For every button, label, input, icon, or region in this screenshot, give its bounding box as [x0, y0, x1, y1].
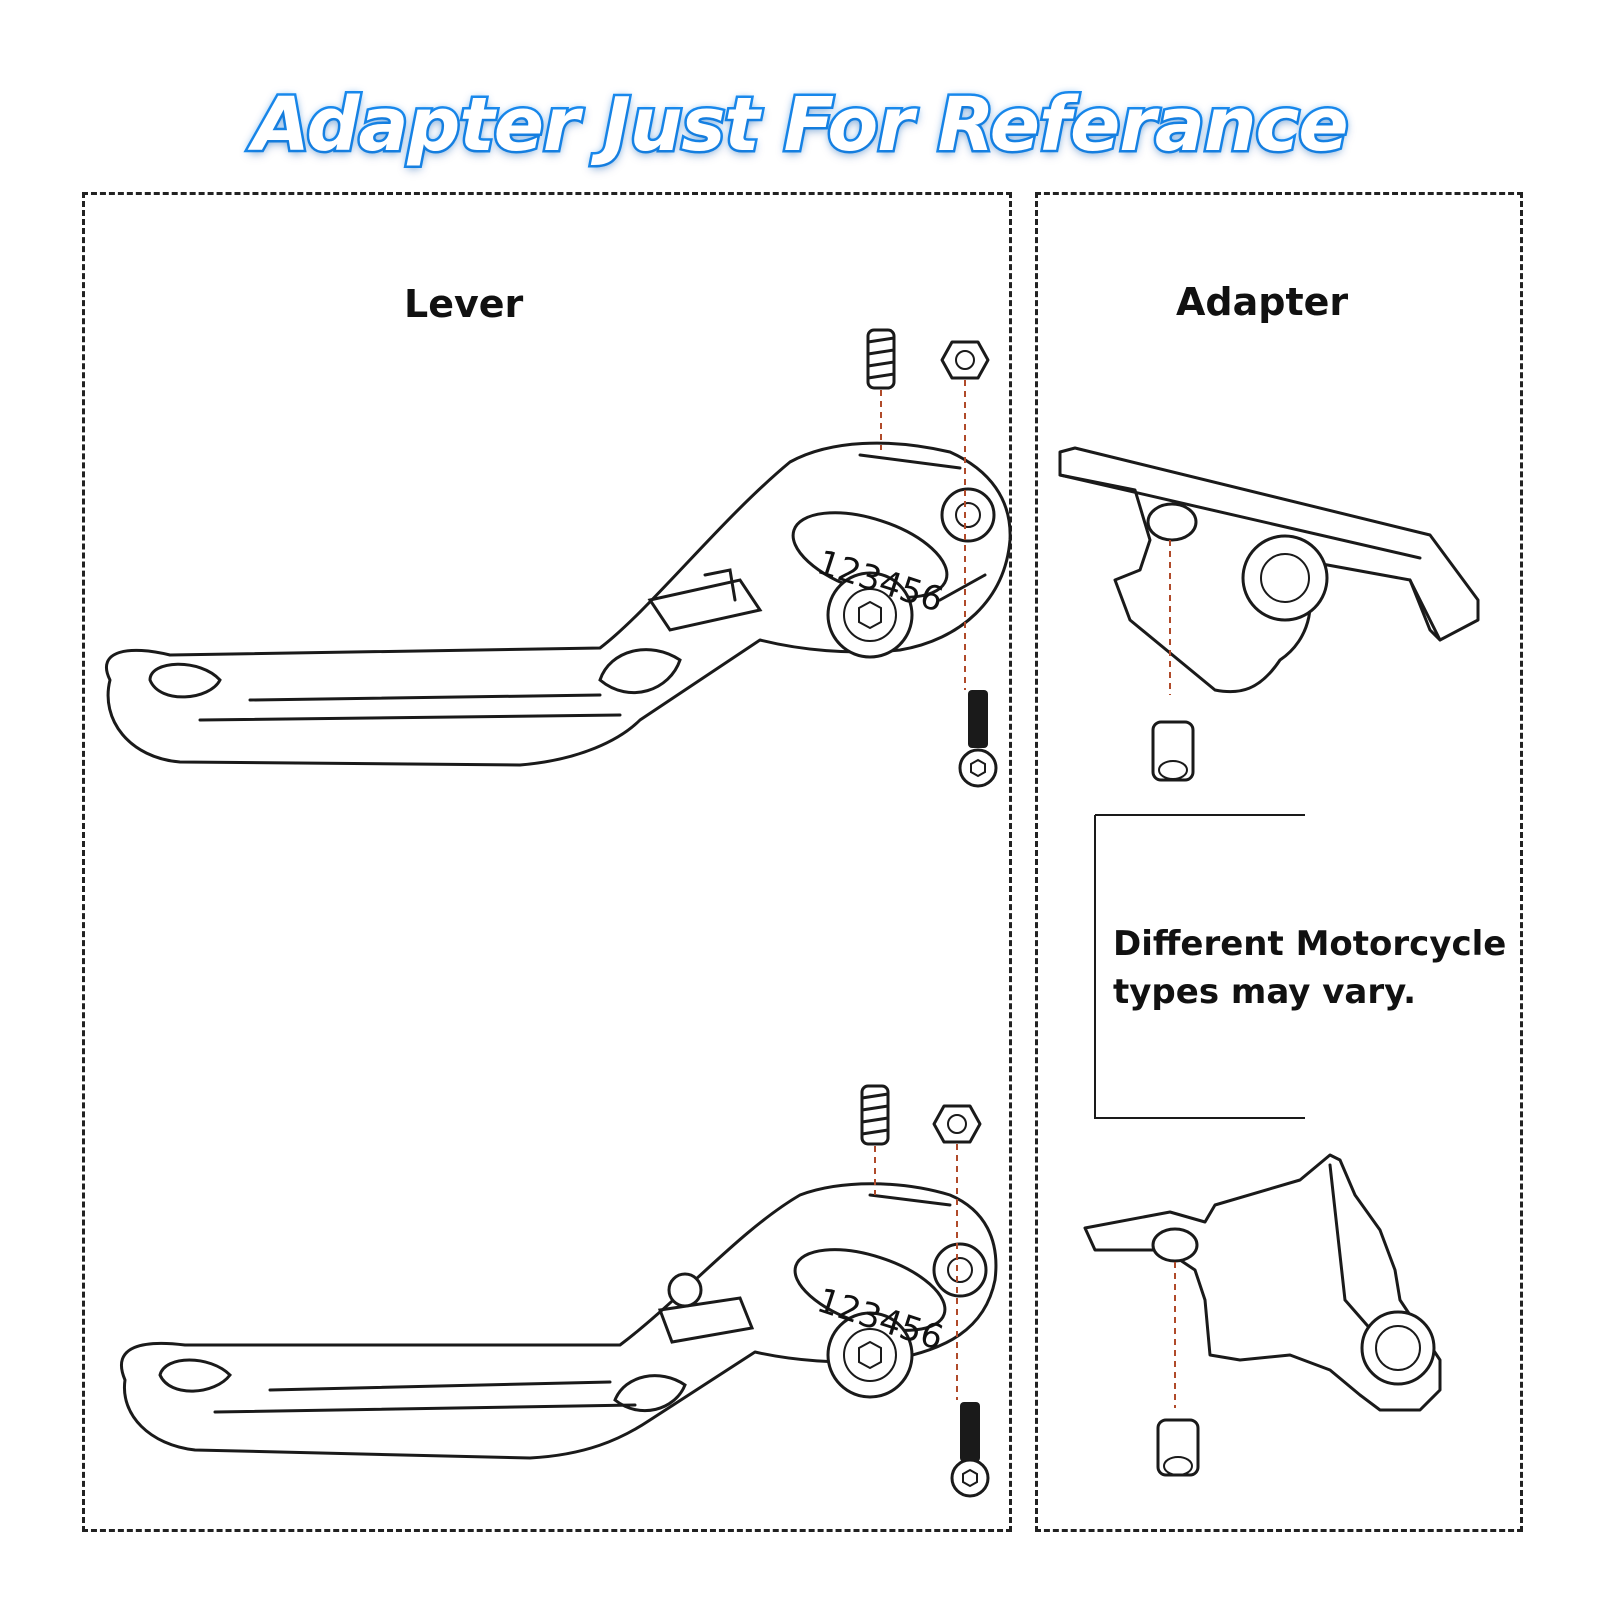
top-bolt-icon — [958, 690, 998, 788]
bottom-nut-icon — [932, 1104, 982, 1144]
page-title: Adapter Just For Referance — [250, 80, 1351, 171]
top-adapter-part — [1058, 446, 1480, 782]
bottom-bushing-icon — [1156, 1418, 1200, 1477]
adapter-panel — [1035, 192, 1523, 1532]
top-lever-assembly: 123456 — [105, 328, 1012, 788]
note-text: Different Motorcycle types may vary. — [1113, 920, 1523, 1016]
lever-panel — [82, 192, 1012, 1532]
top-spring-icon — [866, 328, 896, 390]
bottom-lever-assembly: 123456 — [120, 1084, 998, 1498]
bottom-bolt-icon — [950, 1402, 990, 1498]
adapter-label: Adapter — [1176, 280, 1349, 324]
note-line-1: Different Motorcycle — [1113, 924, 1507, 964]
top-bushing-icon — [1151, 720, 1195, 782]
note-line-2: types may vary. — [1113, 972, 1417, 1012]
top-nut-icon — [940, 340, 990, 380]
note-bracket — [1094, 814, 1305, 1119]
bottom-spring-icon — [860, 1084, 890, 1146]
bottom-adapter-part — [1083, 1153, 1442, 1477]
lever-label: Lever — [404, 282, 524, 326]
